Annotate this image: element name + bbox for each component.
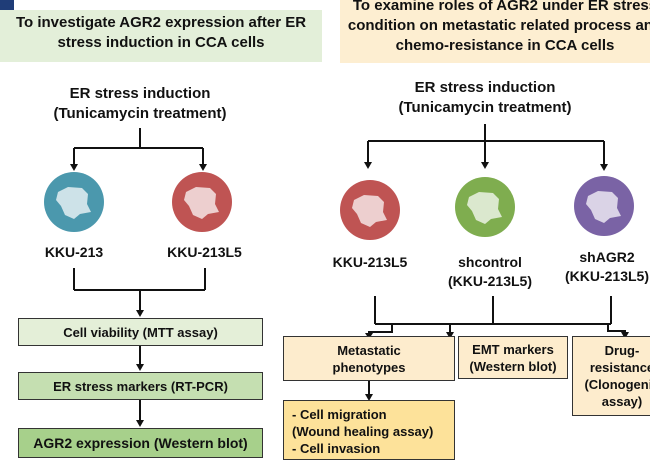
shcontrol-line-1: shcontrol [458,254,522,270]
drug-line-3: (Clonogenic [584,377,650,392]
arrowhead [600,164,608,171]
left-treatment-line-2: (Tunicamycin treatment) [53,105,227,122]
objective-left: To investigate AGR2 expression after ER … [0,10,322,62]
cell-label-kku213: KKU-213 [44,244,104,260]
arrowhead [199,164,207,171]
shcontrol-line-2: (KKU-213L5) [447,273,532,289]
right-treatment-heading: ER stress induction (Tunicamycin treatme… [385,78,585,118]
objective-right-line-2: condition on metastatic related process … [347,17,650,34]
drug-line-2: resistance [589,360,650,375]
shagr2-line-2: (KKU-213L5) [564,268,649,284]
objective-left-line-1: To investigate AGR2 expression after ER [15,14,307,31]
cell-icon-r-kku213l5 [340,180,400,240]
cell-label-r-kku213l5: KKU-213L5 [332,254,408,270]
emt-line-2: (Western blot) [469,358,557,374]
cell-icon-shagr2 [574,176,634,236]
cell-shape-icon [56,187,91,219]
assay-metastatic-phenotypes: Metastatic phenotypes [283,336,455,381]
step-er-stress-markers: ER stress markers (RT-PCR) [18,372,263,400]
arrowhead [70,164,78,171]
detail-line-1: - Cell migration [292,407,387,422]
step-agr2-expression: AGR2 expression (Western blot) [18,428,263,458]
arrowhead [621,332,629,339]
step-cell-viability: Cell viability (MTT assay) [18,318,263,346]
assay-emt-markers: EMT markers (Western blot) [458,336,568,379]
left-treatment-line-1: ER stress induction [69,85,211,102]
objective-right: To examine roles of AGR2 under ER stress… [340,0,650,63]
arrowhead [446,332,454,339]
detail-line-3: - Cell invasion [292,441,381,456]
cell-shape-icon [467,192,502,224]
metastatic-line-1: Metastatic [337,342,401,358]
cell-label-shcontrol: shcontrol (KKU-213L5) [435,253,545,291]
arrowhead [365,394,373,401]
arrowhead [364,162,372,169]
metastatic-details: - Cell migration (Wound healing assay) -… [283,400,455,460]
cell-icon-kku213l5 [172,172,232,232]
shagr2-line-1: shAGR2 [579,249,635,265]
drug-line-1: Drug- [604,343,640,358]
objective-right-line-3: chemo-resistance in CCA cells [395,37,615,54]
metastatic-line-2: phenotypes [332,359,406,375]
right-treatment-line-2: (Tunicamycin treatment) [398,99,572,116]
objective-right-line-1: To examine roles of AGR2 under ER stress [352,0,650,14]
cell-label-shagr2: shAGR2 (KKU-213L5) [552,248,650,286]
cell-icon-kku213 [44,172,104,232]
cell-icon-shcontrol [455,177,515,237]
assay-drug-resistance: Drug- resistance (Clonogenic assay) [572,336,650,416]
cell-label-kku213l5: KKU-213L5 [167,244,242,260]
detail-line-2: (Wound healing assay) [292,424,434,439]
cell-shape-icon [586,191,621,223]
arrowhead [136,420,144,427]
corner-accent [0,0,14,10]
cell-shape-icon [184,187,219,219]
objective-left-line-2: stress induction in CCA cells [57,34,265,51]
emt-line-1: EMT markers [472,341,554,357]
drug-line-4: assay) [601,394,643,409]
right-treatment-line-1: ER stress induction [414,79,556,96]
arrowhead [136,310,144,317]
left-treatment-heading: ER stress induction (Tunicamycin treatme… [40,84,240,124]
arrowhead [481,162,489,169]
arrowhead [136,364,144,371]
cell-shape-icon [352,195,387,227]
cell-icons [44,172,634,240]
